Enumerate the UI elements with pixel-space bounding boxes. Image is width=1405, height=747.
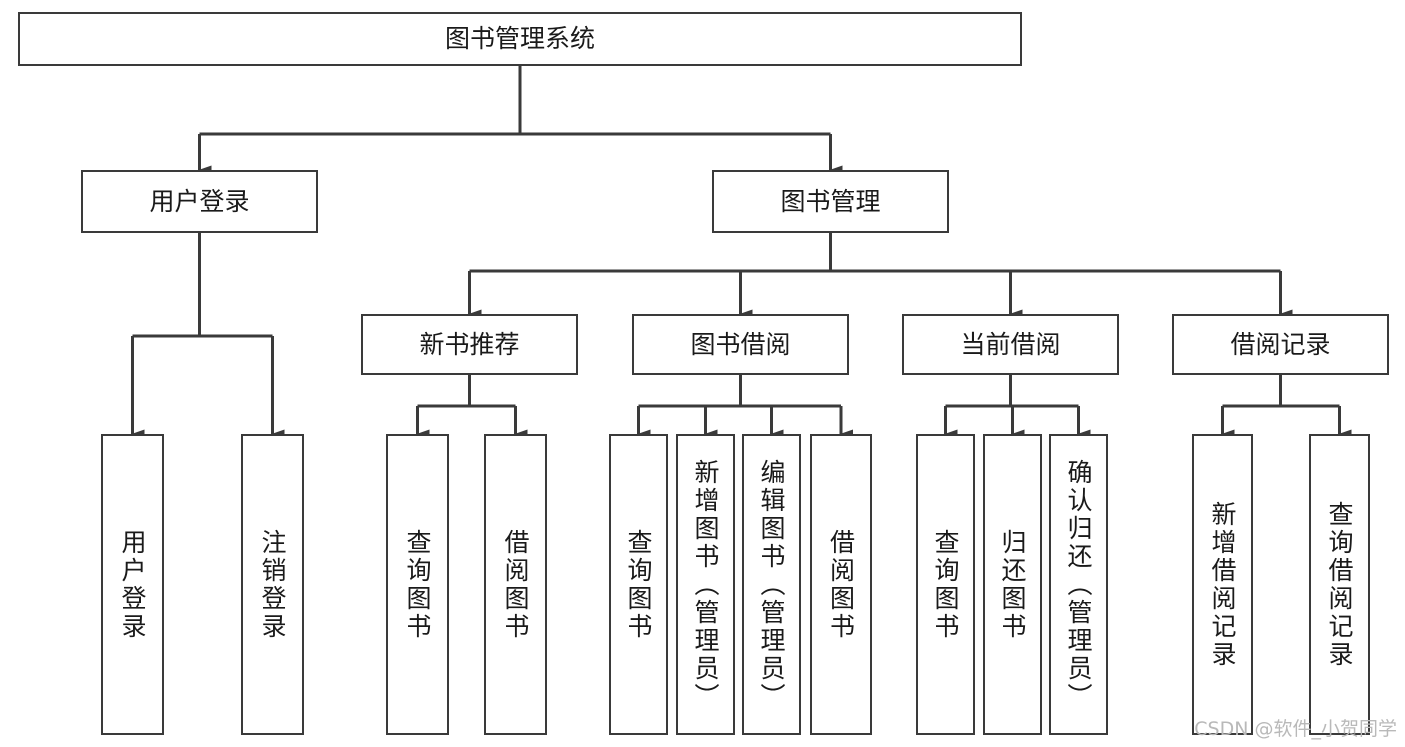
edge-group (131, 66, 1352, 439)
node-label: 借阅图书 (501, 528, 530, 641)
node-borrow-record[interactable]: 借阅记录 (1172, 314, 1389, 375)
node-label: 归还图书 (998, 528, 1027, 641)
node-label: 用户登录 (118, 528, 147, 641)
node-label: 查询借阅记录 (1325, 500, 1354, 669)
node-label: 图书借阅 (690, 329, 791, 359)
node-book-manage[interactable]: 图书管理 (712, 170, 949, 233)
node-label: 编辑图书（管理员） (757, 458, 786, 711)
node-leaf-add-book[interactable]: 新增图书（管理员） (676, 434, 735, 735)
node-leaf-qry-record[interactable]: 查询借阅记录 (1309, 434, 1370, 735)
node-label: 确认归还（管理员） (1064, 458, 1093, 711)
node-leaf-query-2[interactable]: 查询图书 (609, 434, 668, 735)
node-root[interactable]: 图书管理系统 (18, 12, 1022, 66)
node-leaf-query-1[interactable]: 查询图书 (386, 434, 449, 735)
node-leaf-user-login[interactable]: 用户登录 (101, 434, 164, 735)
node-leaf-return[interactable]: 归还图书 (983, 434, 1042, 735)
node-leaf-query-3[interactable]: 查询图书 (916, 434, 975, 735)
node-leaf-edit-book[interactable]: 编辑图书（管理员） (742, 434, 801, 735)
node-label: 当前借阅 (960, 329, 1061, 359)
node-label: 图书管理系统 (444, 24, 595, 54)
node-new-book-rec[interactable]: 新书推荐 (361, 314, 578, 375)
node-leaf-add-record[interactable]: 新增借阅记录 (1192, 434, 1253, 735)
node-label: 查询图书 (403, 528, 432, 641)
node-label: 借阅记录 (1230, 329, 1331, 359)
node-label: 查询图书 (931, 528, 960, 641)
node-leaf-borrow-2[interactable]: 借阅图书 (810, 434, 872, 735)
node-label: 新增图书（管理员） (691, 458, 720, 711)
node-label: 查询图书 (624, 528, 653, 641)
node-label: 借阅图书 (826, 528, 856, 641)
node-user-login[interactable]: 用户登录 (81, 170, 318, 233)
node-label: 用户登录 (149, 186, 250, 216)
node-leaf-confirm[interactable]: 确认归还（管理员） (1049, 434, 1108, 735)
node-book-borrow[interactable]: 图书借阅 (632, 314, 849, 375)
node-label: 新增借阅记录 (1208, 500, 1237, 669)
node-label: 注销登录 (258, 528, 287, 641)
node-label: 新书推荐 (419, 329, 520, 359)
node-label: 图书管理 (780, 186, 881, 216)
node-leaf-logout[interactable]: 注销登录 (241, 434, 304, 735)
node-leaf-borrow-1[interactable]: 借阅图书 (484, 434, 547, 735)
node-current-borrow[interactable]: 当前借阅 (902, 314, 1119, 375)
